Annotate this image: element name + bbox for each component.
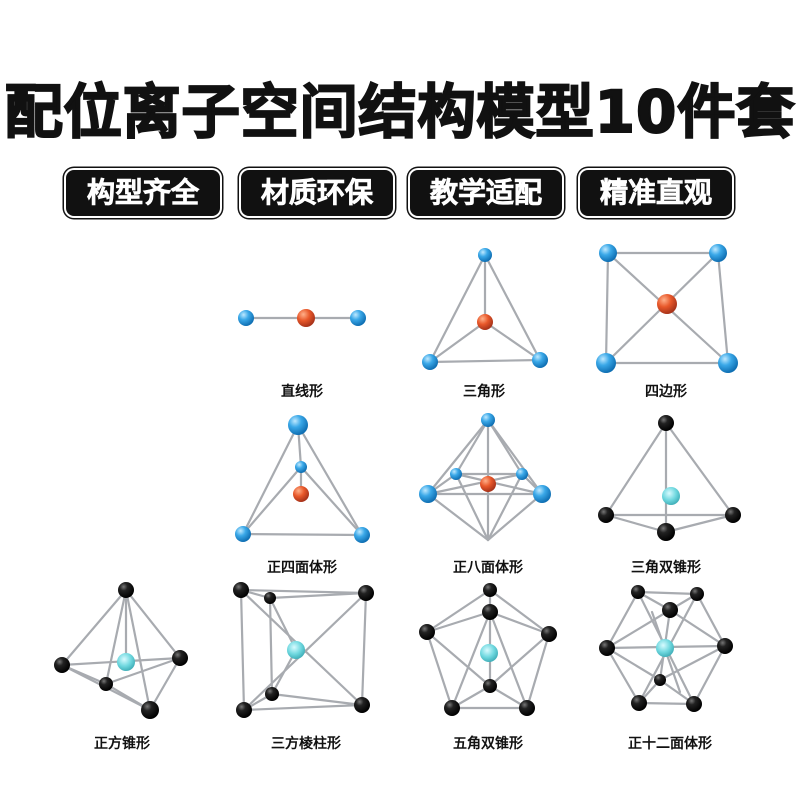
ligand-ball xyxy=(690,587,704,601)
ligand-ball xyxy=(631,585,645,599)
ligand-ball xyxy=(422,354,438,370)
ligand-ball xyxy=(450,468,462,480)
label-octahedral: 正八面体形 xyxy=(453,560,523,576)
model-tetrahedral xyxy=(235,415,370,543)
ligand-ball xyxy=(519,700,535,716)
ligand-ball xyxy=(264,592,276,604)
ligand-ball xyxy=(483,583,497,597)
ligand-ball xyxy=(354,527,370,543)
ligand-ball xyxy=(238,310,254,326)
ligand-ball xyxy=(654,674,666,686)
label-trigonal-bipyramidal: 三角双锥形 xyxy=(631,560,701,576)
ligand-ball xyxy=(709,244,727,262)
ligand-ball xyxy=(541,626,557,642)
center-ball xyxy=(293,486,309,502)
ligand-ball xyxy=(483,679,497,693)
center-ball xyxy=(480,476,496,492)
ligand-ball xyxy=(478,248,492,262)
label-dodecahedral: 正十二面体形 xyxy=(628,736,712,752)
ligand-ball xyxy=(598,507,614,523)
badge-accurate: 精准直观 xyxy=(580,170,732,216)
ligand-ball xyxy=(141,701,159,719)
ligand-ball xyxy=(265,687,279,701)
ligand-ball xyxy=(717,638,733,654)
ligand-ball xyxy=(481,413,495,427)
model-pentagonal-bipyramidal xyxy=(419,583,557,716)
center-ball xyxy=(297,309,315,327)
label-pentagonal-bipyramidal: 五角双锥形 xyxy=(453,736,523,752)
center-ball xyxy=(656,639,674,657)
ligand-ball xyxy=(686,696,702,712)
ligand-ball xyxy=(725,507,741,523)
center-ball xyxy=(477,314,493,330)
ligand-ball xyxy=(118,582,134,598)
ligand-ball xyxy=(350,310,366,326)
model-trigonal-bipyramidal xyxy=(598,415,741,541)
ligand-ball xyxy=(444,700,460,716)
ligand-ball xyxy=(532,352,548,368)
center-ball xyxy=(480,644,498,662)
ligand-ball xyxy=(631,695,647,711)
ligand-ball xyxy=(99,677,113,691)
ligand-ball xyxy=(533,485,551,503)
center-ball xyxy=(287,641,305,659)
ligand-ball xyxy=(516,468,528,480)
page-title: 配位离子空间结构模型10件套 xyxy=(4,77,796,147)
ligand-ball xyxy=(657,523,675,541)
center-ball xyxy=(662,487,680,505)
model-trigonal xyxy=(422,248,548,370)
model-octahedral xyxy=(419,413,551,542)
model-linear xyxy=(238,309,366,327)
badge-complete-types: 构型齐全 xyxy=(66,170,220,216)
ligand-ball xyxy=(599,640,615,656)
model-square xyxy=(596,244,738,373)
ligand-ball xyxy=(235,526,251,542)
ligand-ball xyxy=(54,657,70,673)
ligand-ball xyxy=(236,702,252,718)
ligand-ball xyxy=(358,585,374,601)
ligand-ball xyxy=(233,582,249,598)
ligand-ball xyxy=(482,604,498,620)
center-ball xyxy=(657,294,677,314)
ligand-ball xyxy=(172,650,188,666)
ligand-ball xyxy=(658,415,674,431)
model-dodecahedral xyxy=(599,585,733,712)
model-trigonal-prismatic xyxy=(233,582,374,718)
ligand-ball xyxy=(662,602,678,618)
badge-eco-material: 材质环保 xyxy=(241,170,393,216)
badge-teaching: 教学适配 xyxy=(410,170,562,216)
ligand-ball xyxy=(599,244,617,262)
ligand-ball xyxy=(295,461,307,473)
label-linear: 直线形 xyxy=(281,384,323,400)
ligand-ball xyxy=(354,697,370,713)
center-ball xyxy=(117,653,135,671)
model-square-pyramidal xyxy=(54,582,188,719)
label-square-pyramidal: 正方锥形 xyxy=(94,736,150,752)
label-square: 四边形 xyxy=(645,384,687,400)
ligand-ball xyxy=(419,485,437,503)
label-trigonal: 三角形 xyxy=(463,384,505,400)
ligand-ball xyxy=(718,353,738,373)
label-trigonal-prismatic: 三方棱柱形 xyxy=(271,736,341,752)
ligand-ball xyxy=(419,624,435,640)
ligand-ball xyxy=(288,415,308,435)
label-tetrahedral: 正四面体形 xyxy=(267,560,337,576)
ligand-ball xyxy=(596,353,616,373)
